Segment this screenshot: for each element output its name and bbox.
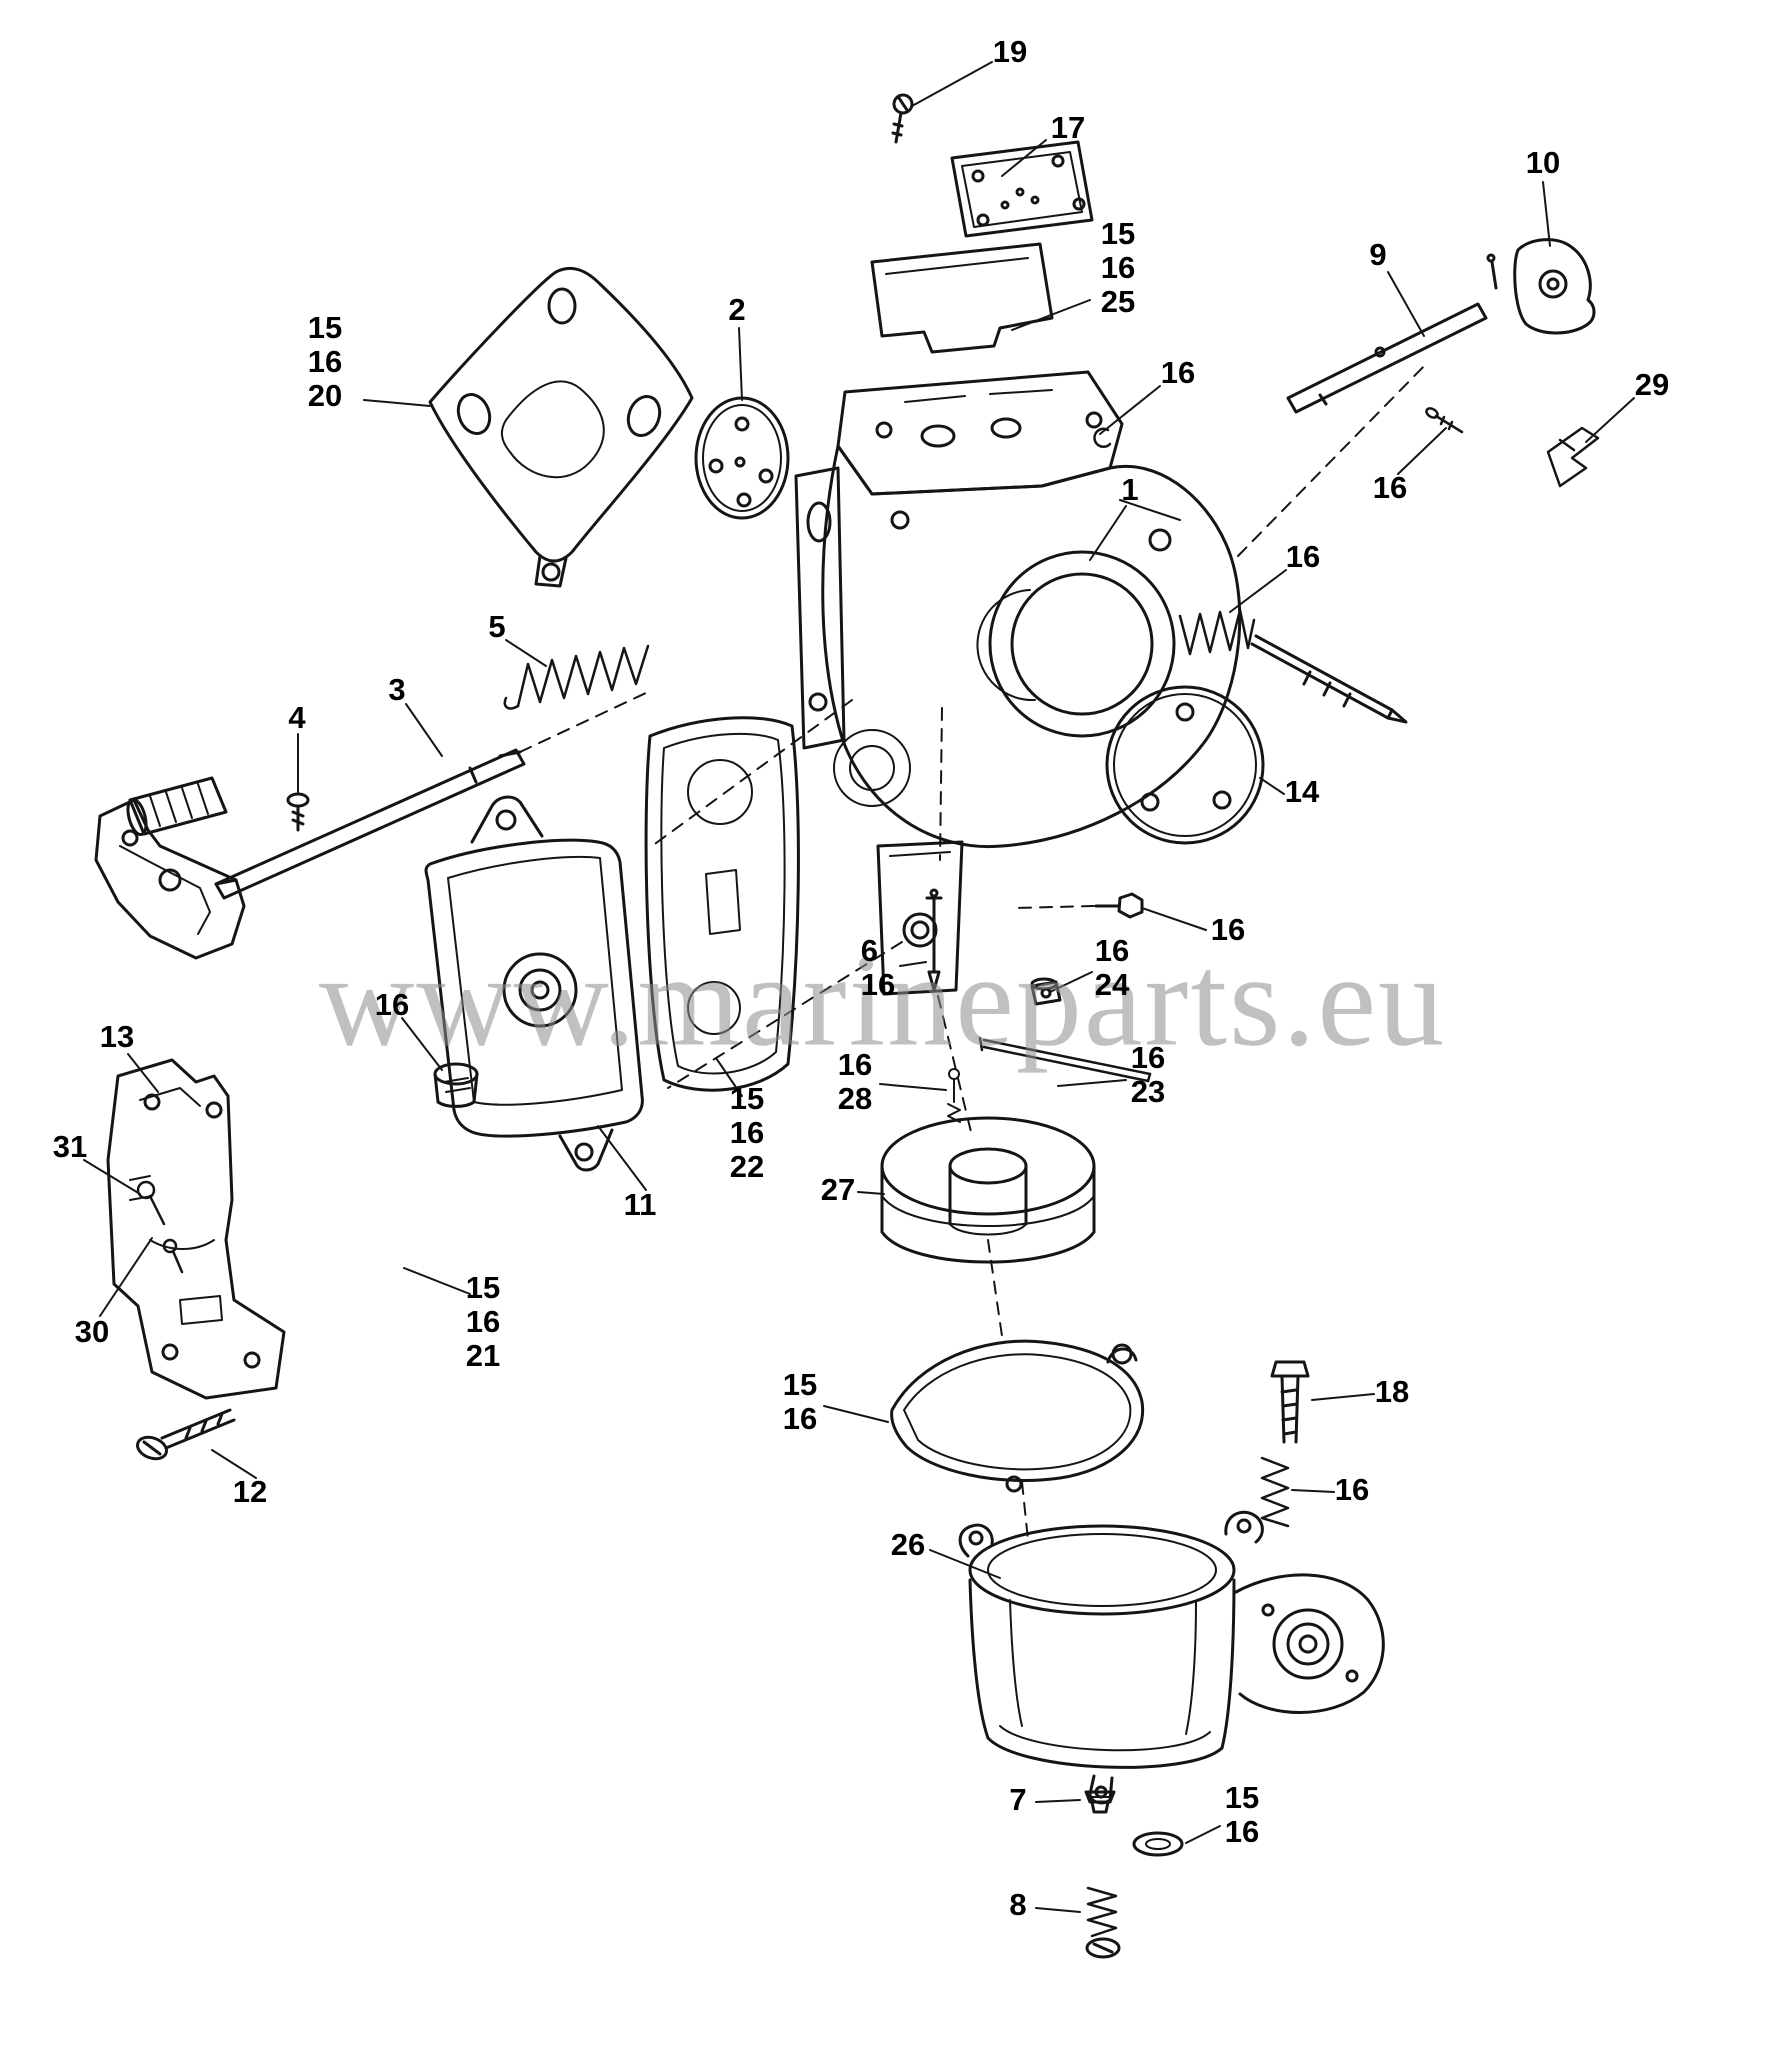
enrichener-disc-drawing: [694, 396, 790, 520]
callout-line: 21: [465, 1338, 501, 1373]
callout-2: 2: [728, 292, 746, 327]
callout-line: 23: [1130, 1074, 1166, 1109]
choke-shaft-drawing: [1286, 253, 1498, 414]
callout-17: 17: [1050, 110, 1086, 145]
pivot-pin-drawing: [947, 1068, 961, 1123]
mount-bracket-drawing: [106, 1058, 286, 1400]
callout-18: 18: [1374, 1374, 1410, 1409]
throttle-shaft-lever-drawing: [94, 748, 526, 960]
callout-line: 16: [1130, 1040, 1166, 1075]
choke-bracket-drawing: [1513, 238, 1596, 335]
callout-15-16-22: 15 16 22: [730, 1082, 764, 1184]
callout-5: 5: [488, 609, 506, 644]
watermark: www.marineparts.eu: [318, 926, 1447, 1074]
idle-mixture-screw-drawing: [1085, 1886, 1121, 1959]
callout-1: 1: [1121, 472, 1139, 507]
callout-line: 24: [1094, 967, 1130, 1002]
callout-line: 15: [465, 1270, 501, 1305]
callout-27: 27: [820, 1172, 856, 1207]
callout-line: 22: [729, 1149, 765, 1184]
callout-19: 19: [992, 34, 1028, 69]
callout-line: 16: [837, 1047, 873, 1082]
callout-16-cover-screw: 16: [1210, 912, 1246, 947]
callout-leader-lines: [83, 61, 1635, 1913]
callout-16-idle-spring: 16: [1285, 539, 1321, 574]
main-nozzle-drawing: [978, 1036, 1152, 1083]
choke-screw-drawing: [1425, 407, 1464, 434]
callout-line: 28: [837, 1081, 873, 1116]
fuel-pump-body-drawing: [424, 795, 644, 1172]
inlet-needle-drawing: [925, 888, 943, 992]
float-drawing: [880, 1116, 1096, 1264]
callout-31: 31: [52, 1129, 88, 1164]
callout-8: 8: [1009, 1887, 1027, 1922]
callout-line: 6: [860, 933, 879, 968]
callout-16-28: 16 28: [838, 1048, 872, 1116]
retainer-clip-drawing: [1093, 427, 1112, 449]
mount-gasket-drawing: [428, 267, 694, 588]
float-bowl-drawing: [958, 1510, 1385, 1805]
top-cover-screw-drawing: [891, 93, 914, 144]
callout-15-16-25: 15 16 25: [1101, 217, 1135, 319]
drain-gasket-drawing: [1132, 1831, 1184, 1857]
callout-line: 16: [1224, 1814, 1260, 1849]
callout-line: 16: [782, 1401, 818, 1436]
carburetor-body-drawing: [794, 370, 1242, 996]
callout-line: 15: [1224, 1780, 1260, 1815]
side-cover-drawing: [1105, 685, 1265, 845]
callout-line: 25: [1100, 284, 1136, 319]
callout-12: 12: [232, 1474, 268, 1509]
bracket-bolt-drawing: [135, 1408, 236, 1461]
callout-10: 10: [1525, 145, 1561, 180]
welch-plug-drawing: [433, 1062, 479, 1108]
callout-13: 13: [99, 1019, 135, 1054]
callout-29: 29: [1634, 367, 1670, 402]
pump-gasket-drawing: [644, 716, 800, 1092]
callout-6-16: 6 16: [861, 934, 895, 1002]
callout-line: 16: [729, 1115, 765, 1150]
callout-3: 3: [388, 672, 406, 707]
callout-line: 16: [307, 344, 343, 379]
throttle-return-spring-drawing: [503, 644, 650, 710]
callout-line: 16: [465, 1304, 501, 1339]
callout-16-bowl-spring: 16: [1334, 1472, 1370, 1507]
callout-16-plug: 16: [374, 987, 410, 1022]
bracket-screws-drawing: [136, 1180, 184, 1274]
drain-nut-drawing: [1084, 1790, 1116, 1814]
top-cover-gasket-drawing: [870, 242, 1054, 354]
callout-16-clip: 16: [1160, 355, 1196, 390]
callout-line: 15: [729, 1081, 765, 1116]
callout-15-16-drain: 15 16: [1225, 1781, 1259, 1849]
callout-line: 16: [860, 967, 896, 1002]
callout-line: 16: [1094, 933, 1130, 968]
callout-7: 7: [1009, 1782, 1027, 1817]
callout-15-16-20: 15 16 20: [308, 311, 342, 413]
callout-16-23: 16 23: [1131, 1041, 1165, 1109]
callout-15-16-21: 15 16 21: [466, 1271, 500, 1373]
callout-4: 4: [288, 700, 306, 735]
callout-16-choke-screw: 16: [1372, 470, 1408, 505]
callout-14: 14: [1284, 774, 1320, 809]
callout-9: 9: [1369, 237, 1387, 272]
idle-spring-screw-drawing: [1178, 608, 1408, 724]
callout-16-24: 16 24: [1095, 934, 1129, 1002]
link-rod-drawing: [1546, 426, 1600, 488]
callout-line: 16: [1100, 250, 1136, 285]
callout-line: 15: [1100, 216, 1136, 251]
callout-26: 26: [890, 1527, 926, 1562]
top-cover-plate-drawing: [950, 140, 1094, 238]
bowl-gasket-drawing: [890, 1339, 1145, 1493]
bowl-screw-drawing: [1260, 1360, 1310, 1528]
assembly-axis-dashed-lines: [519, 361, 1429, 1541]
callout-30: 30: [74, 1314, 110, 1349]
callout-line: 20: [307, 378, 343, 413]
cover-screw-drawing: [1094, 892, 1144, 919]
callout-line: 15: [307, 310, 343, 345]
shaft-screw-drawing: [286, 792, 310, 832]
callout-line: 15: [782, 1367, 818, 1402]
callout-11: 11: [623, 1187, 657, 1222]
callout-15-16-bowl-gasket: 15 16: [783, 1368, 817, 1436]
